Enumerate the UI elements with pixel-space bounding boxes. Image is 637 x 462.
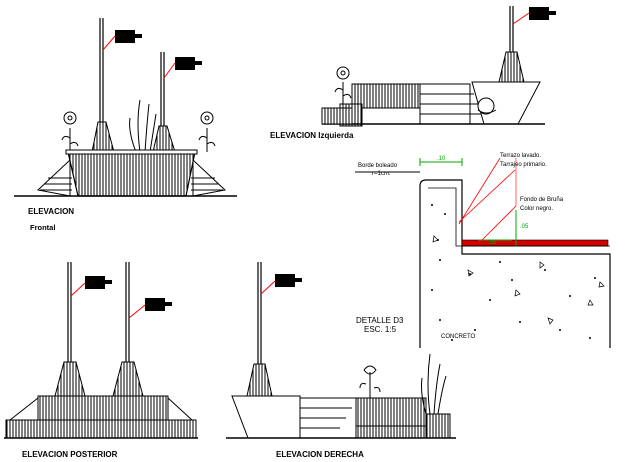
flag-symbol [260,274,302,295]
pole-base-cone [112,361,144,397]
detail-scale: ESC. 1:5 [364,325,397,334]
plant-symbol [61,111,79,152]
pole-base-cone [498,51,525,83]
plant-symbol [334,66,352,104]
elevation-posterior: ELEVACION POSTERIOR [4,262,198,459]
flag-symbol [163,57,202,79]
label-tarrajeo: Tarrajeo primario. [500,162,547,168]
reed-plant [129,99,157,153]
elevation-izquierda: ELEVACION Izquierda [270,6,556,140]
dim-top: .10 [437,156,446,162]
dim-side: .05 [520,224,529,230]
pole-base-cone [246,363,273,397]
detail-d3: .10 .05 .05 Borde boleado r=1cm. Terrazo… [355,153,611,348]
label-terrazo: Terrazo lavado. [500,153,541,159]
elevation-derecha: ELEVACION DERECHA [226,262,456,459]
base-block [37,395,169,421]
label-color: Color negro. [520,206,553,212]
label-elevacion-derecha: ELEVACION DERECHA [276,450,364,459]
planter [67,151,196,197]
reed-plant [421,353,447,415]
detail-title: DETALLE D3 [356,316,404,325]
plant-symbol [359,365,381,398]
label-borde: Borde boleado [358,163,398,169]
groove-fill [461,239,609,247]
label-elevacion-izquierda: ELEVACION Izquierda [270,131,354,140]
label-elevacion-posterior: ELEVACION POSTERIOR [22,450,118,459]
planter [355,397,427,427]
flag-symbol [512,7,556,25]
label-frontal: Frontal [30,223,55,232]
label-fondo: Fondo de Bruña [520,197,564,203]
label-concreto: CONCRETO [441,334,476,340]
flag-symbol [102,30,142,51]
pole-base-cone [91,121,115,153]
plant-symbol [198,111,216,152]
concrete-hatch [431,204,605,341]
label-borde-radius: r=1cm. [372,171,391,177]
pole-base-cone [54,361,86,397]
dim-bottom: .05 [488,240,497,246]
label-elevacion-frontal: ELEVACION [28,207,74,216]
elevation-frontal: ELEVACION Frontal [14,18,237,232]
flag-symbol [128,298,172,319]
flag-symbol [70,276,112,297]
pole-base-cone [152,125,176,153]
